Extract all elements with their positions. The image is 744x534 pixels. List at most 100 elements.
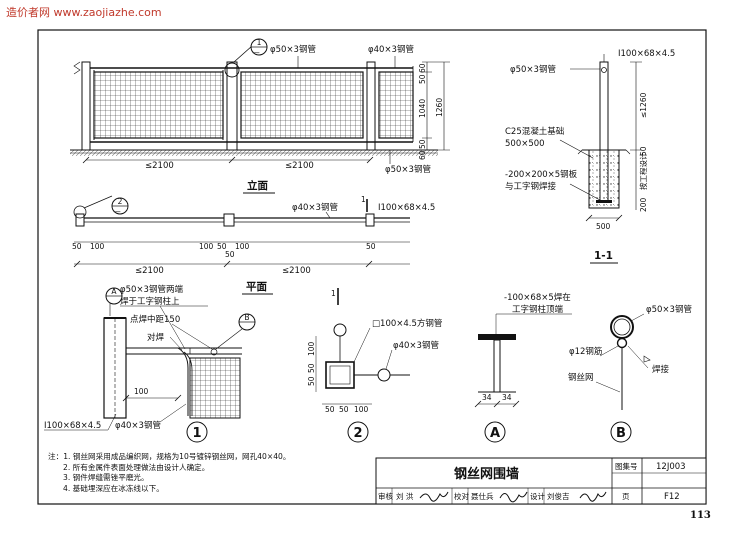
mesh-panel (93, 71, 224, 139)
fence-post (226, 61, 238, 151)
detail-b: φ50×3钢管 φ12钢筋 钢丝网 焊接 B (568, 304, 692, 443)
tb-title: 钢丝网围墙 (454, 466, 519, 482)
detail2-number: 2 (353, 426, 362, 441)
elev-dim-60: 60 (418, 63, 427, 73)
detail1-number: 1 (192, 426, 201, 441)
plan-view: 2 — 1 φ40×3钢管 I100×68×4.5 50 100 100 50 … (72, 195, 435, 295)
page-number: 113 (690, 510, 711, 521)
detailB-weld-label: 焊接 (652, 364, 670, 375)
plan-dim-100b: 100 (199, 242, 214, 251)
section-concrete-size: 500×500 (505, 139, 545, 149)
detailB-number: B (616, 426, 626, 441)
tb-check-label: 校对 (454, 491, 469, 501)
plan-title: 平面 (246, 281, 267, 293)
detail-1: A φ50×3钢管两端 焊于工字钢柱上 点焊中距150 对焊 B 100 I10… (44, 284, 256, 443)
section-dim-1260: ≤1260 (639, 92, 648, 118)
notes-heading: 注： (48, 452, 64, 461)
plan-callout-2: 2 (118, 197, 123, 206)
section-dim-500: 500 (596, 222, 611, 231)
svg-text:B: B (244, 313, 249, 322)
note-2: 2. 所有金属件表面处理做法由设计人确定。 (63, 462, 210, 472)
detail2-dim-b50b: 50 (339, 405, 349, 414)
tb-atlas-label: 图集号 (615, 461, 638, 471)
plan-beam-label: I100×68×4.5 (378, 203, 435, 213)
signature-design (579, 491, 607, 502)
section-dim-50: 50 (639, 146, 648, 156)
detail1-note-2: 焊于工字钢柱上 (120, 296, 180, 307)
detail1-pipe-label: φ40×3钢管 (115, 420, 161, 431)
section-beam-label: I100×68×4.5 (618, 49, 675, 59)
section-plate-label: -200×200×5钢板 (505, 169, 578, 180)
section-plate-weld: 与工字钢焊接 (505, 181, 557, 192)
detailB-number-circle (610, 421, 632, 443)
tb-design-label: 设计 (530, 491, 545, 501)
tb-review-name: 刘 洪 (396, 491, 414, 501)
elevation-title: 立面 (247, 179, 268, 192)
detail-2: 1 □100×4.5方钢管 φ40×3钢管 100 50 50 50 50 10… (307, 288, 442, 443)
elev-dim-1260: 1260 (435, 98, 444, 117)
plan-section-mark: 1 (361, 195, 366, 204)
site-watermark: 造价者网 www.zaojiazhe.com (6, 6, 162, 19)
svg-text:A: A (111, 287, 117, 296)
fence-post (81, 61, 91, 151)
plan-dim-50c: 50 (225, 250, 235, 259)
section-dim-200: 200 (639, 197, 648, 212)
detail2-dim-b100: 100 (354, 405, 369, 414)
elev-dim-60b: 60 (418, 150, 427, 160)
sheet-frame (37, 29, 707, 505)
detail2-pipe-label: φ40×3钢管 (393, 340, 439, 351)
detail2-dim-b50: 50 (325, 405, 335, 414)
section-design-depth: 按工程设计 (638, 152, 648, 190)
tb-check-name: 聂仕兵 (471, 491, 494, 501)
signature-review (419, 491, 449, 502)
elev-span-1: ≤2100 (145, 161, 174, 171)
detailB-mesh-label: 钢丝网 (568, 372, 594, 383)
detailA-plate-label: -100×68×5焊在 (504, 292, 571, 303)
fence-post (366, 61, 376, 151)
signature-check (499, 491, 528, 503)
plan-span-1: ≤2100 (135, 266, 164, 276)
elev-dim-50b: 50 (418, 139, 427, 149)
svg-text:—: — (252, 48, 260, 57)
elevation-view: 1 — φ50×3钢管 φ40×3钢管 φ50×3钢管 60 50 1040 1… (70, 38, 450, 194)
elev-dim-1040: 1040 (418, 99, 427, 118)
plan-dim-100c: 100 (235, 242, 250, 251)
detail1-weld-label: 对焊 (147, 332, 165, 343)
tb-design-name: 刘俊吉 (547, 491, 570, 501)
elev-top-rail-label: φ50×3钢管 (270, 44, 316, 55)
mesh-panel (240, 71, 364, 139)
svg-text:—: — (113, 207, 121, 216)
detail1-note-1: φ50×3钢管两端 (120, 284, 183, 295)
elev-mid-post-label: φ40×3钢管 (368, 44, 414, 55)
detail2-number-circle (347, 421, 369, 443)
mesh-panel (378, 71, 414, 139)
detail1-beam-label: I100×68×4.5 (44, 421, 101, 431)
callout-1-label: 1 (257, 38, 262, 47)
detail2-dim-50: 50 (307, 363, 316, 373)
note-4: 4. 基础埋深应在冰冻线以下。 (63, 483, 164, 493)
detail1-number-circle (186, 421, 208, 443)
detail2-square-label: □100×4.5方钢管 (372, 318, 442, 329)
section-1-1: I100×68×4.5 φ50×3钢管 C25混凝土基础 500×500 -20… (505, 49, 675, 264)
note-3: 3. 钢件焊缝需锉平磨光。 (63, 473, 149, 483)
note-1: 1. 钢丝网采用成品编织网，规格为10号镀锌钢丝网，网孔40×40。 (63, 452, 291, 461)
title-block: 钢丝网围墙 图集号 12J003 页 F12 审核 刘 洪 校对 聂仕兵 设计 … (375, 457, 707, 505)
section-concrete-label: C25混凝土基础 (505, 126, 564, 137)
elev-bottom-rail-label: φ50×3钢管 (385, 164, 431, 175)
detail1-note-3: 点焊中距150 (130, 314, 180, 325)
detail-a: -100×68×5焊在 工字钢柱顶端 34 34 A (474, 292, 572, 443)
detailA-number: A (490, 426, 500, 441)
detailB-pipe-label: φ50×3钢管 (646, 304, 692, 315)
plan-dim-50d: 50 (366, 242, 376, 251)
tb-page-no: F12 (664, 492, 680, 502)
tb-review-label: 审核 (378, 491, 393, 501)
section-pipe-label: φ50×3钢管 (510, 64, 556, 75)
elev-span-2: ≤2100 (285, 161, 314, 171)
plan-dim-50a: 50 (72, 242, 82, 251)
plan-span-2: ≤2100 (282, 266, 311, 276)
detailB-rebar-label: φ12钢筋 (569, 346, 602, 357)
detailA-dim-34b: 34 (502, 393, 512, 402)
elev-dim-50: 50 (418, 74, 427, 84)
detail2-dim-50b: 50 (307, 376, 316, 386)
